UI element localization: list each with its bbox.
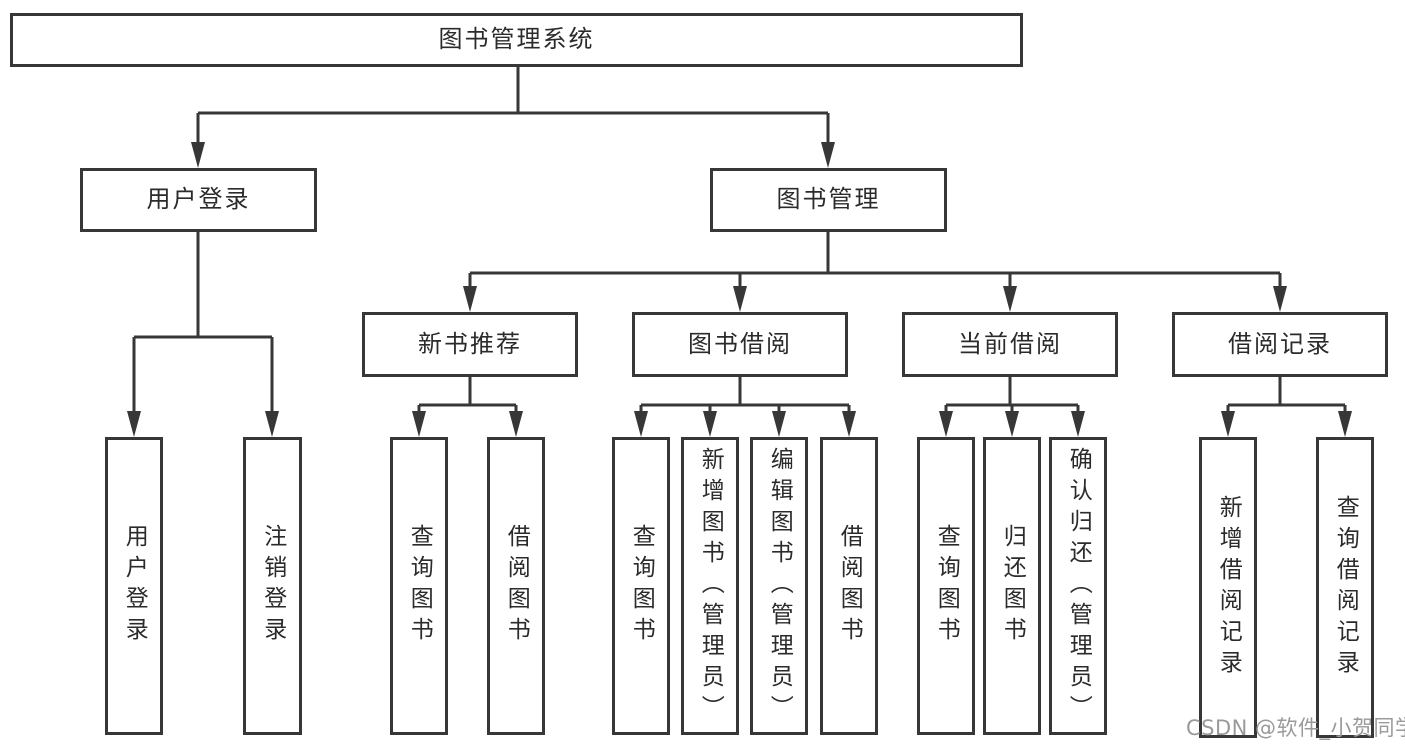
leaf-logout: 注销登录 [243, 437, 302, 735]
leaf-edit-book-admin: 编辑图书（管理员） [750, 437, 808, 735]
node-label: 查询借阅记录 [1332, 494, 1359, 681]
node-label: 新书推荐 [418, 329, 522, 358]
node-label: 查询图书 [933, 524, 960, 648]
node-label: 当前借阅 [958, 329, 1062, 358]
node-label: 图书管理 [776, 185, 881, 214]
node-label: 编辑图书（管理员） [766, 446, 793, 726]
node-label: 用户登录 [146, 185, 251, 214]
node-user-login-branch: 用户登录 [80, 168, 317, 232]
node-label: 新增借阅记录 [1215, 494, 1242, 681]
node-book-management: 图书管理 [710, 168, 947, 232]
node-label: 借阅图书 [836, 524, 863, 648]
node-current-borrowing: 当前借阅 [902, 312, 1118, 377]
leaf-return-book: 归还图书 [983, 437, 1041, 735]
leaf-user-login: 用户登录 [105, 437, 163, 735]
leaf-borrow-books: 借阅图书 [820, 437, 878, 735]
leaf-query-books-recommend: 查询图书 [390, 437, 448, 735]
leaf-query-books-borrowing: 查询图书 [612, 437, 670, 735]
node-label: 确认归还（管理员） [1065, 446, 1092, 726]
node-label: 注销登录 [259, 524, 286, 648]
leaf-borrow-books-recommend: 借阅图书 [487, 437, 545, 735]
node-label: 新增图书（管理员） [697, 446, 724, 726]
node-label: 图书管理系统 [438, 25, 595, 54]
leaf-confirm-return-admin: 确认归还（管理员） [1049, 437, 1107, 735]
node-label: 查询图书 [628, 524, 655, 648]
csdn-watermark: CSDN @软件_小贺同学 [1186, 716, 1405, 740]
node-label: 借阅图书 [503, 524, 530, 648]
node-book-borrowing: 图书借阅 [632, 312, 848, 377]
node-label: 归还图书 [999, 524, 1026, 648]
node-label: 借阅记录 [1228, 329, 1332, 358]
leaf-add-borrow-record: 新增借阅记录 [1199, 437, 1257, 738]
node-label: 查询图书 [406, 524, 433, 648]
leaf-add-book-admin: 新增图书（管理员） [681, 437, 739, 735]
node-borrow-records: 借阅记录 [1172, 312, 1388, 377]
node-new-book-recommend: 新书推荐 [362, 312, 578, 377]
node-library-system-root: 图书管理系统 [10, 13, 1023, 67]
leaf-query-borrow-record: 查询借阅记录 [1316, 437, 1374, 738]
node-label: 用户登录 [121, 524, 148, 648]
node-label: 图书借阅 [688, 329, 792, 358]
leaf-query-books-current: 查询图书 [917, 437, 975, 735]
